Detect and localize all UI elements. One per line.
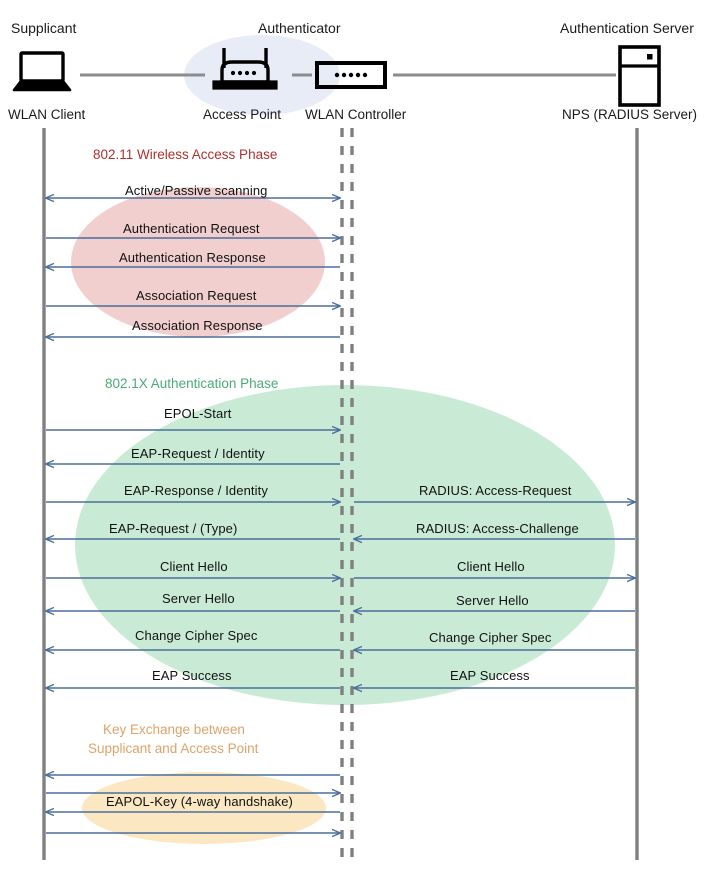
- phase-title-keyexchange-line1: Key Exchange between: [103, 722, 245, 737]
- message-label-right: Server Hello: [456, 593, 529, 608]
- message-label: EAP-Response / Identity: [124, 483, 268, 498]
- phase-title-80211: 802.11 Wireless Access Phase: [93, 147, 278, 162]
- phase-title-keyexchange-line2: Supplicant and Access Point: [88, 741, 259, 756]
- message-label: EAP Success: [152, 668, 232, 683]
- message-label: Association Response: [132, 318, 263, 333]
- message-label: Association Request: [136, 288, 257, 303]
- message-label-right: RADIUS: Access-Challenge: [416, 521, 579, 536]
- message-label: EPOL-Start: [164, 406, 232, 421]
- message-label: EAP-Request / Identity: [131, 446, 265, 461]
- phase-8021x-ellipse: [75, 385, 615, 705]
- laptop-icon: [12, 51, 72, 92]
- access-point-icon: [212, 48, 278, 90]
- message-label: Client Hello: [160, 559, 228, 574]
- message-label: Change Cipher Spec: [135, 628, 258, 643]
- phase-title-8021x: 802.1X Authentication Phase: [105, 376, 279, 391]
- phase-keyexchange-ellipse: [82, 772, 326, 844]
- phase-80211-ellipse: [71, 187, 325, 337]
- role-label-supplicant: Supplicant: [11, 20, 77, 36]
- message-label-right: Change Cipher Spec: [429, 630, 552, 645]
- device-label-access-point: Access Point: [203, 107, 282, 122]
- device-label-wlan-controller: WLAN Controller: [305, 107, 407, 122]
- device-label-nps-radius-server: NPS (RADIUS Server): [562, 107, 698, 122]
- message-label-right: Client Hello: [457, 559, 525, 574]
- role-label-authenticator: Authenticator: [258, 20, 341, 36]
- message-label: EAP-Request / (Type): [109, 521, 238, 536]
- message-label-right: EAP Success: [450, 668, 530, 683]
- message-label: Server Hello: [162, 591, 235, 606]
- message-label: Authentication Request: [123, 221, 260, 236]
- message-label-eapol-key: EAPOL-Key (4-way handshake): [106, 794, 293, 809]
- wlan-controller-icon: [315, 61, 387, 89]
- role-label-authentication-server: Authentication Server: [560, 20, 694, 36]
- message-label: Active/Passive scanning: [125, 183, 268, 198]
- message-label-right: RADIUS: Access-Request: [419, 483, 572, 498]
- message-label: Authentication Response: [119, 250, 266, 265]
- server-icon: [618, 45, 661, 107]
- device-label-wlan-client: WLAN Client: [8, 107, 86, 122]
